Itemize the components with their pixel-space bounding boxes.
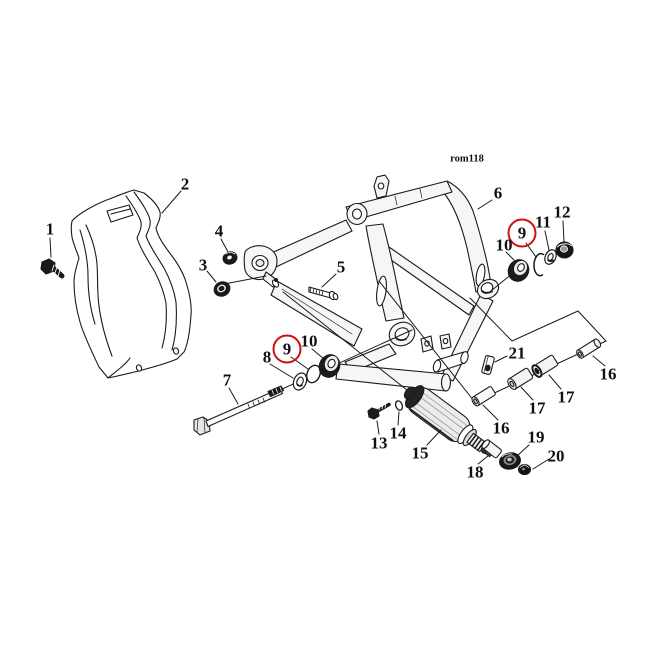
spacer-part-16-lower	[471, 386, 496, 407]
part-label-7: 7	[222, 370, 232, 390]
part-label-2: 2	[180, 174, 190, 194]
bushing-part-17-right	[531, 354, 559, 378]
part-label-6: 6	[493, 183, 503, 203]
part-label-10: 10	[300, 331, 318, 351]
bolt-part-13	[367, 402, 391, 420]
highlight-ring-part-9	[272, 334, 302, 364]
spacer-part-16-upper	[576, 338, 602, 359]
part-label-13: 13	[370, 433, 388, 453]
part-label-10: 10	[495, 235, 513, 255]
part-label-14: 14	[389, 423, 407, 443]
part-label-21: 21	[508, 343, 526, 363]
part-label-3: 3	[198, 255, 208, 275]
part-label-20: 20	[547, 446, 565, 466]
part-label-4: 4	[214, 221, 224, 241]
part-label-17: 17	[528, 398, 546, 418]
highlight-ring-part-9	[507, 218, 537, 248]
bearing-part-10-left	[318, 354, 341, 378]
part-label-17: 17	[557, 387, 575, 407]
part-label-5: 5	[336, 257, 346, 277]
part-label-16: 16	[599, 364, 617, 384]
washer-part-8	[292, 372, 308, 391]
spacer-part-9-right	[533, 253, 545, 277]
nut-part-12	[555, 241, 574, 259]
nut-part-20	[517, 463, 532, 476]
label-leader-lines	[49, 190, 606, 470]
screw-part-5	[308, 286, 339, 301]
pivot-bolt-part-7	[193, 385, 285, 436]
washer-part-11	[544, 249, 557, 265]
oring-part-14	[394, 400, 404, 411]
part-label-11: 11	[534, 212, 552, 232]
part-label-15: 15	[411, 443, 429, 463]
bracket-part-21	[481, 355, 495, 375]
part-label-16: 16	[492, 418, 510, 438]
part-label-1: 1	[45, 219, 55, 239]
part-label-18: 18	[466, 462, 484, 482]
spacer-part-9-left	[305, 364, 322, 384]
nut-part-3	[213, 281, 231, 297]
part-label-19: 19	[527, 427, 545, 447]
locknut-part-19	[499, 452, 521, 470]
bearing-part-10-right	[507, 259, 530, 282]
figure-code: rom118	[450, 153, 484, 165]
part-label-9: 9	[282, 339, 292, 359]
part-label-12: 12	[553, 202, 571, 222]
part-label-9: 9	[517, 223, 527, 243]
part-label-8: 8	[262, 347, 272, 367]
bushing-part-17-left	[507, 367, 534, 390]
spacer-part-18	[481, 439, 502, 459]
fender-part-2	[70, 189, 192, 379]
nut-part-4	[222, 251, 238, 265]
bolt-part-1	[40, 258, 65, 279]
